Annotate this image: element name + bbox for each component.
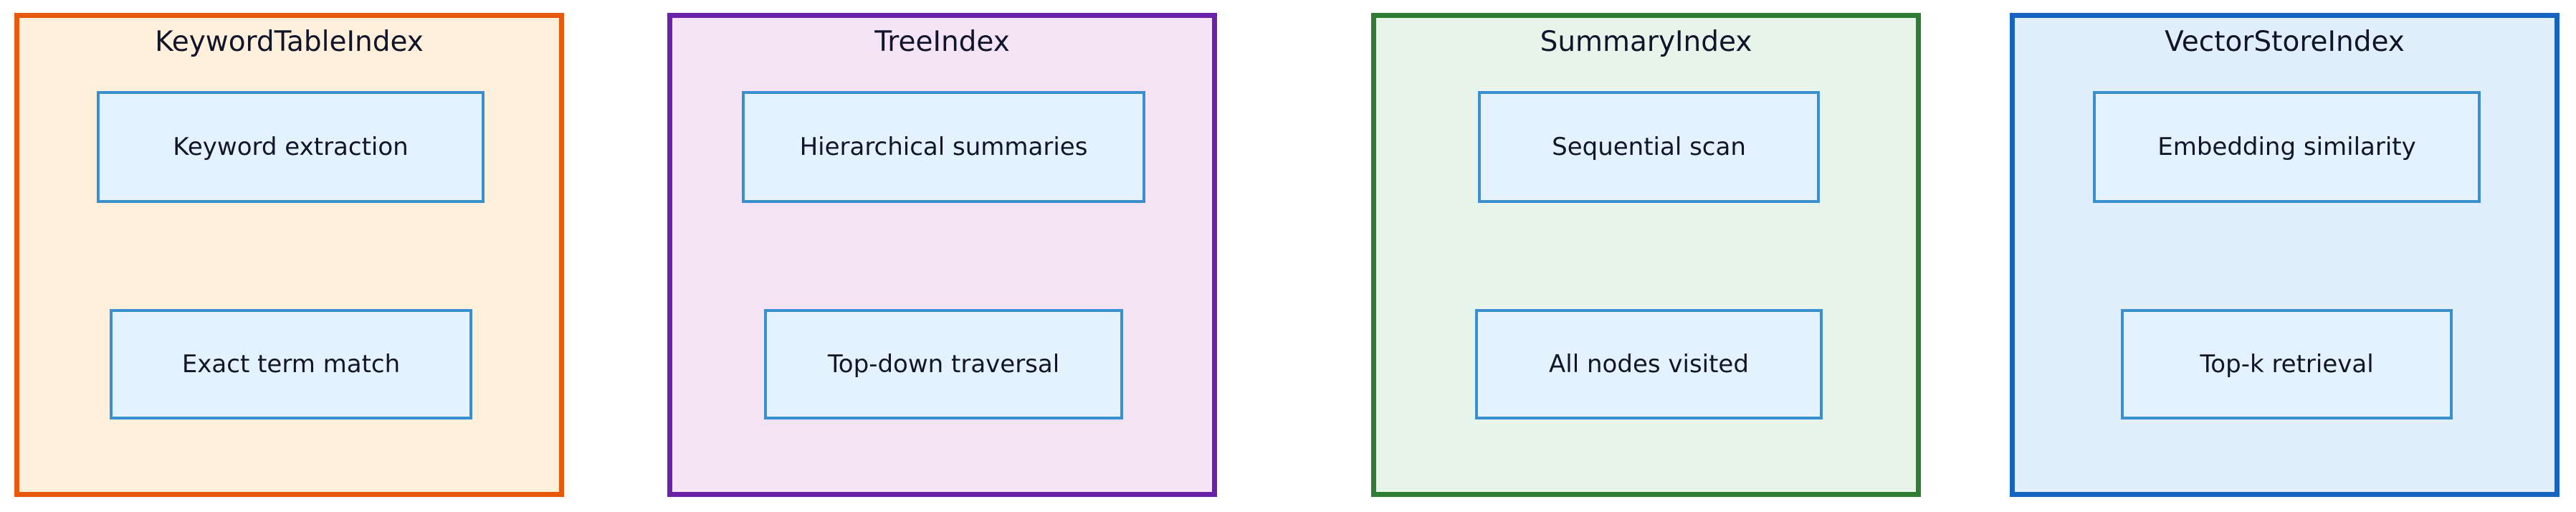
node-label: Embedding similarity	[2157, 133, 2416, 161]
node-label: All nodes visited	[1549, 350, 1749, 379]
node-label: Hierarchical summaries	[799, 133, 1088, 161]
node-all-nodes-visited: All nodes visited	[1475, 309, 1823, 419]
panel-title-keywordtableindex: KeywordTableIndex	[155, 26, 424, 58]
node-label: Keyword extraction	[173, 133, 409, 161]
node-embedding-similarity: Embedding similarity	[2093, 91, 2481, 203]
node-top-k-retrieval: Top-k retrieval	[2121, 309, 2453, 419]
node-label: Top-k retrieval	[2200, 350, 2374, 379]
node-label: Top-down traversal	[827, 350, 1060, 379]
node-top-down-traversal: Top-down traversal	[764, 309, 1123, 419]
node-label: Sequential scan	[1552, 133, 1746, 161]
panel-title-treeindex: TreeIndex	[874, 26, 1010, 58]
node-label: Exact term match	[181, 350, 401, 379]
panel-keywordtableindex: KeywordTableIndex Keyword extraction Exa…	[14, 13, 564, 497]
node-sequential-scan: Sequential scan	[1478, 91, 1820, 203]
panel-vectorstoreindex: VectorStoreIndex Embedding similarity To…	[2010, 13, 2560, 497]
node-keyword-extraction: Keyword extraction	[97, 91, 485, 203]
node-hierarchical-summaries: Hierarchical summaries	[742, 91, 1145, 203]
panel-treeindex: TreeIndex Hierarchical summaries Top-dow…	[667, 13, 1217, 497]
panel-title-vectorstoreindex: VectorStoreIndex	[2165, 26, 2405, 58]
panel-title-summaryindex: SummaryIndex	[1540, 26, 1752, 58]
node-exact-term-match: Exact term match	[110, 309, 472, 419]
panel-summaryindex: SummaryIndex Sequential scan All nodes v…	[1371, 13, 1921, 497]
